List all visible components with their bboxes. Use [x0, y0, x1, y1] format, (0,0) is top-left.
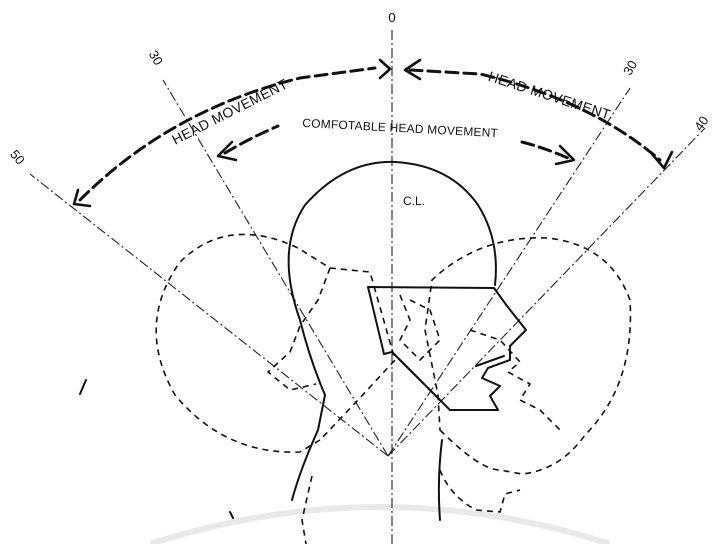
- head-movement-label-right: HEAD MOVEMENT: [486, 68, 612, 123]
- sight-line-30-left: [162, 79, 389, 457]
- comfortable-head-movement-label: COMFOTABLE HEAD MOVEMENT: [302, 116, 499, 140]
- sight-line-30-right: [387, 87, 631, 457]
- dashed-neck-right: [439, 469, 521, 513]
- center-line-label: C.L.: [403, 194, 425, 208]
- stray-mark-bottom: [229, 511, 234, 519]
- solid-mouth-line: [475, 355, 505, 367]
- solid-jaw-line: [391, 351, 441, 401]
- arrowhead-comfortable-right: [554, 144, 576, 166]
- dashed-head-right: [424, 237, 632, 475]
- dashed-face-right: [469, 329, 561, 431]
- angle-label-30-right: 30: [620, 58, 640, 78]
- head-movement-arrow-right: [408, 68, 662, 162]
- arrowhead-center-right: [403, 58, 422, 81]
- angle-label-0: 0: [388, 10, 395, 25]
- sight-line-50-left: [29, 173, 389, 457]
- solid-neck-front: [437, 439, 443, 521]
- arrowhead-center-left: [378, 58, 392, 80]
- dashed-head-left: [155, 233, 396, 453]
- solid-head-outline: [287, 160, 497, 396]
- watermark-arc: [149, 504, 611, 544]
- angle-label-40: 40: [691, 113, 712, 133]
- solid-neck-back: [291, 394, 326, 501]
- arrowhead-right-outer: [650, 150, 674, 170]
- arrowhead-comfortable-left: [216, 140, 238, 162]
- dashed-face-left: [267, 267, 331, 391]
- angle-label-50: 50: [7, 147, 28, 168]
- comfortable-arrow-right: [520, 140, 570, 160]
- stray-mark-left: [79, 379, 87, 395]
- comfortable-arrow-left: [223, 124, 280, 155]
- arrowhead-left-outer: [72, 188, 92, 208]
- dashed-ear-detail: [399, 294, 441, 361]
- dashed-neck-left: [301, 475, 313, 544]
- head-movement-arrow-left: [78, 66, 377, 202]
- sight-line-40-right: [387, 127, 706, 457]
- angle-label-30-left: 30: [146, 48, 166, 68]
- head-movement-label-left: HEAD MOVEMENT: [169, 75, 290, 147]
